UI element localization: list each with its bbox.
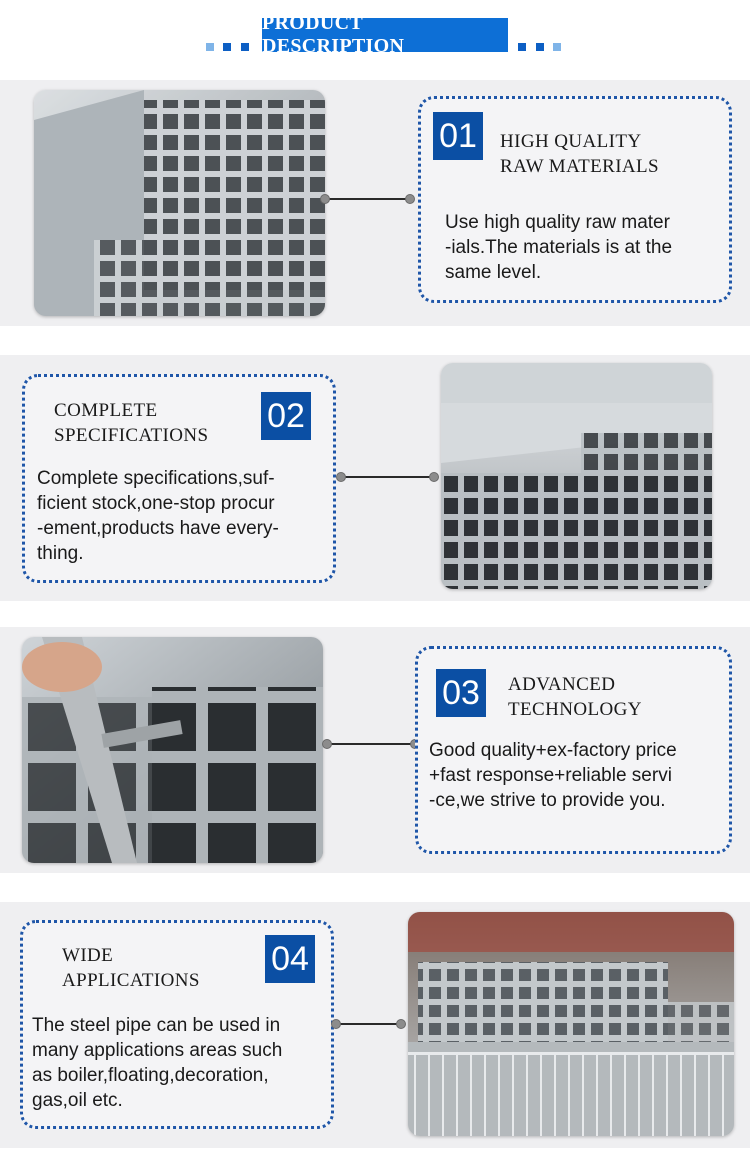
connector-line [325, 743, 417, 745]
section-heading-line1: HIGH QUALITY [500, 131, 642, 152]
section-body-line: as boiler,floating,decoration, [32, 1065, 269, 1086]
section-body-line: thing. [37, 543, 84, 564]
feature-card-1: 01 HIGH QUALITY RAW MATERIALS Use high q… [418, 96, 732, 303]
connector-dot [429, 472, 439, 482]
connector-line [325, 198, 413, 200]
connector-line [341, 476, 434, 478]
section-heading-line1: COMPLETE [54, 400, 158, 421]
connector-dot [320, 194, 330, 204]
section-body-line: ficient stock,one-stop procur [37, 493, 275, 514]
section-heading-line2: APPLICATIONS [62, 970, 200, 991]
section-body-line: gas,oil etc. [32, 1090, 123, 1111]
header: PRODUCT DESCRIPTION [0, 0, 750, 78]
decor-square [536, 43, 544, 51]
connector-dot [322, 739, 332, 749]
page-title: PRODUCT DESCRIPTION [262, 12, 508, 57]
caliper-measuring-pipe-photo [22, 637, 323, 863]
warehouse-steel-pipes-photo [408, 912, 734, 1136]
section-body-line: +fast response+reliable servi [429, 765, 672, 786]
section-body-line: -ement,products have every- [37, 518, 279, 539]
section-body-line: Use high quality raw mater [445, 212, 670, 233]
section-number-badge: 01 [433, 112, 483, 160]
section-body-line: -ials.The materials is at the [445, 237, 673, 258]
decor-square [553, 43, 561, 51]
section-body-line: Complete specifications,suf- [37, 468, 275, 489]
section-body-line: -ce,we strive to provide you. [429, 790, 666, 811]
decor-square [223, 43, 231, 51]
section-heading-line2: RAW MATERIALS [500, 156, 660, 177]
connector-dot [336, 472, 346, 482]
decor-square [241, 43, 249, 51]
section-number-badge: 02 [261, 392, 311, 440]
section-heading-line2: SPECIFICATIONS [54, 425, 209, 446]
section-number-badge: 03 [436, 669, 486, 717]
decor-square [206, 43, 214, 51]
section-heading-line2: TECHNOLOGY [508, 699, 642, 720]
section-body-line: many applications areas such [32, 1040, 283, 1061]
feature-card-2: COMPLETE SPECIFICATIONS 02 Complete spec… [22, 374, 336, 583]
feature-card-4: WIDE APPLICATIONS 04 The steel pipe can … [20, 920, 334, 1129]
decor-square [518, 43, 526, 51]
connector-dot [396, 1019, 406, 1029]
connector-dot [405, 194, 415, 204]
connector-line [339, 1023, 401, 1025]
section-number-badge: 04 [265, 935, 315, 983]
section-heading-line1: WIDE [62, 945, 114, 966]
feature-card-3: 03 ADVANCED TECHNOLOGY Good quality+ex-f… [415, 646, 732, 854]
connector-dot [331, 1019, 341, 1029]
steel-pipe-stack-photo [441, 363, 712, 589]
section-body-line: Good quality+ex-factory price [429, 740, 677, 761]
section-body-line: same level. [445, 262, 542, 283]
section-heading-line1: ADVANCED [508, 674, 616, 695]
steel-pipe-bundle-photo [34, 90, 325, 316]
section-body-line: The steel pipe can be used in [32, 1015, 281, 1036]
